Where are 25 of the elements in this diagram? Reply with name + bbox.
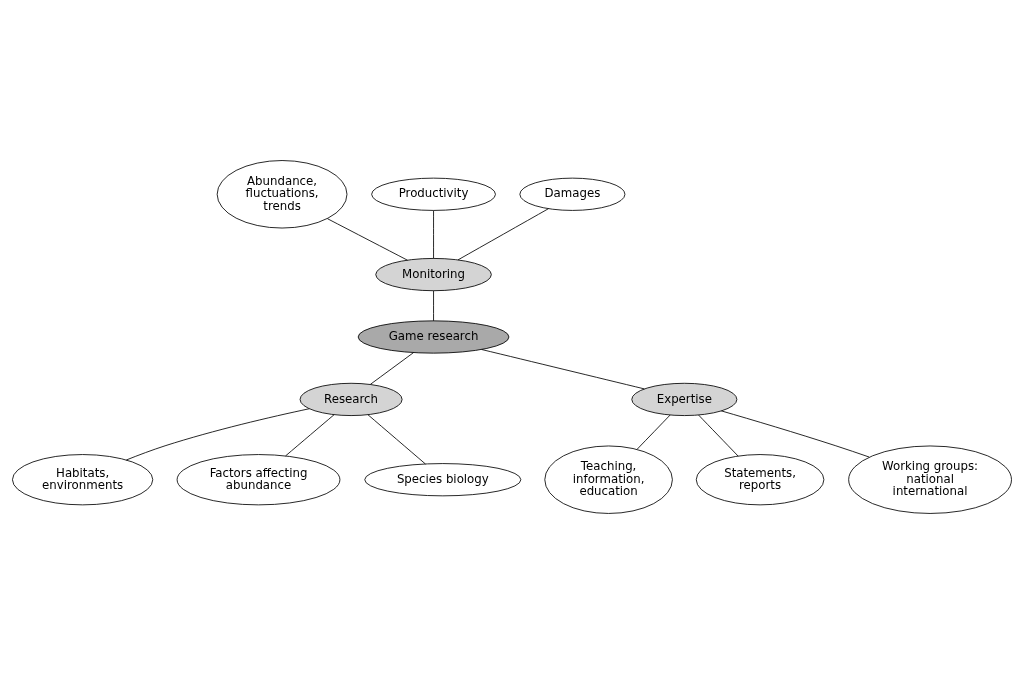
node-ellipse: Statements, reports [695, 454, 825, 506]
connector [698, 414, 739, 457]
node-ellipse: Productivity [371, 177, 496, 211]
connector [369, 352, 414, 385]
node-ellipse: Game research [357, 320, 510, 354]
node-ellipse: Research [299, 382, 403, 416]
connector [720, 410, 870, 458]
node-ellipse: Expertise [631, 382, 738, 416]
connector [433, 210, 434, 259]
connector [125, 408, 310, 461]
node-ellipse: Damages [519, 177, 626, 211]
node-ellipse: Monitoring [375, 258, 492, 292]
node-ellipse: Abundance, fluctuations, trends [216, 160, 348, 229]
node-ellipse: Factors affecting abundance [176, 454, 341, 506]
node-ellipse: Species biology [364, 463, 522, 497]
connector [367, 414, 426, 465]
connector [636, 414, 671, 450]
connector [327, 218, 408, 261]
connector [433, 290, 434, 322]
node-ellipse: Habitats, environments [12, 454, 154, 506]
connector [481, 349, 645, 390]
node-ellipse: Teaching, information, education [544, 445, 673, 514]
node-ellipse: Working groups: national international [848, 445, 1012, 514]
connector [285, 414, 335, 457]
connector [457, 208, 549, 261]
